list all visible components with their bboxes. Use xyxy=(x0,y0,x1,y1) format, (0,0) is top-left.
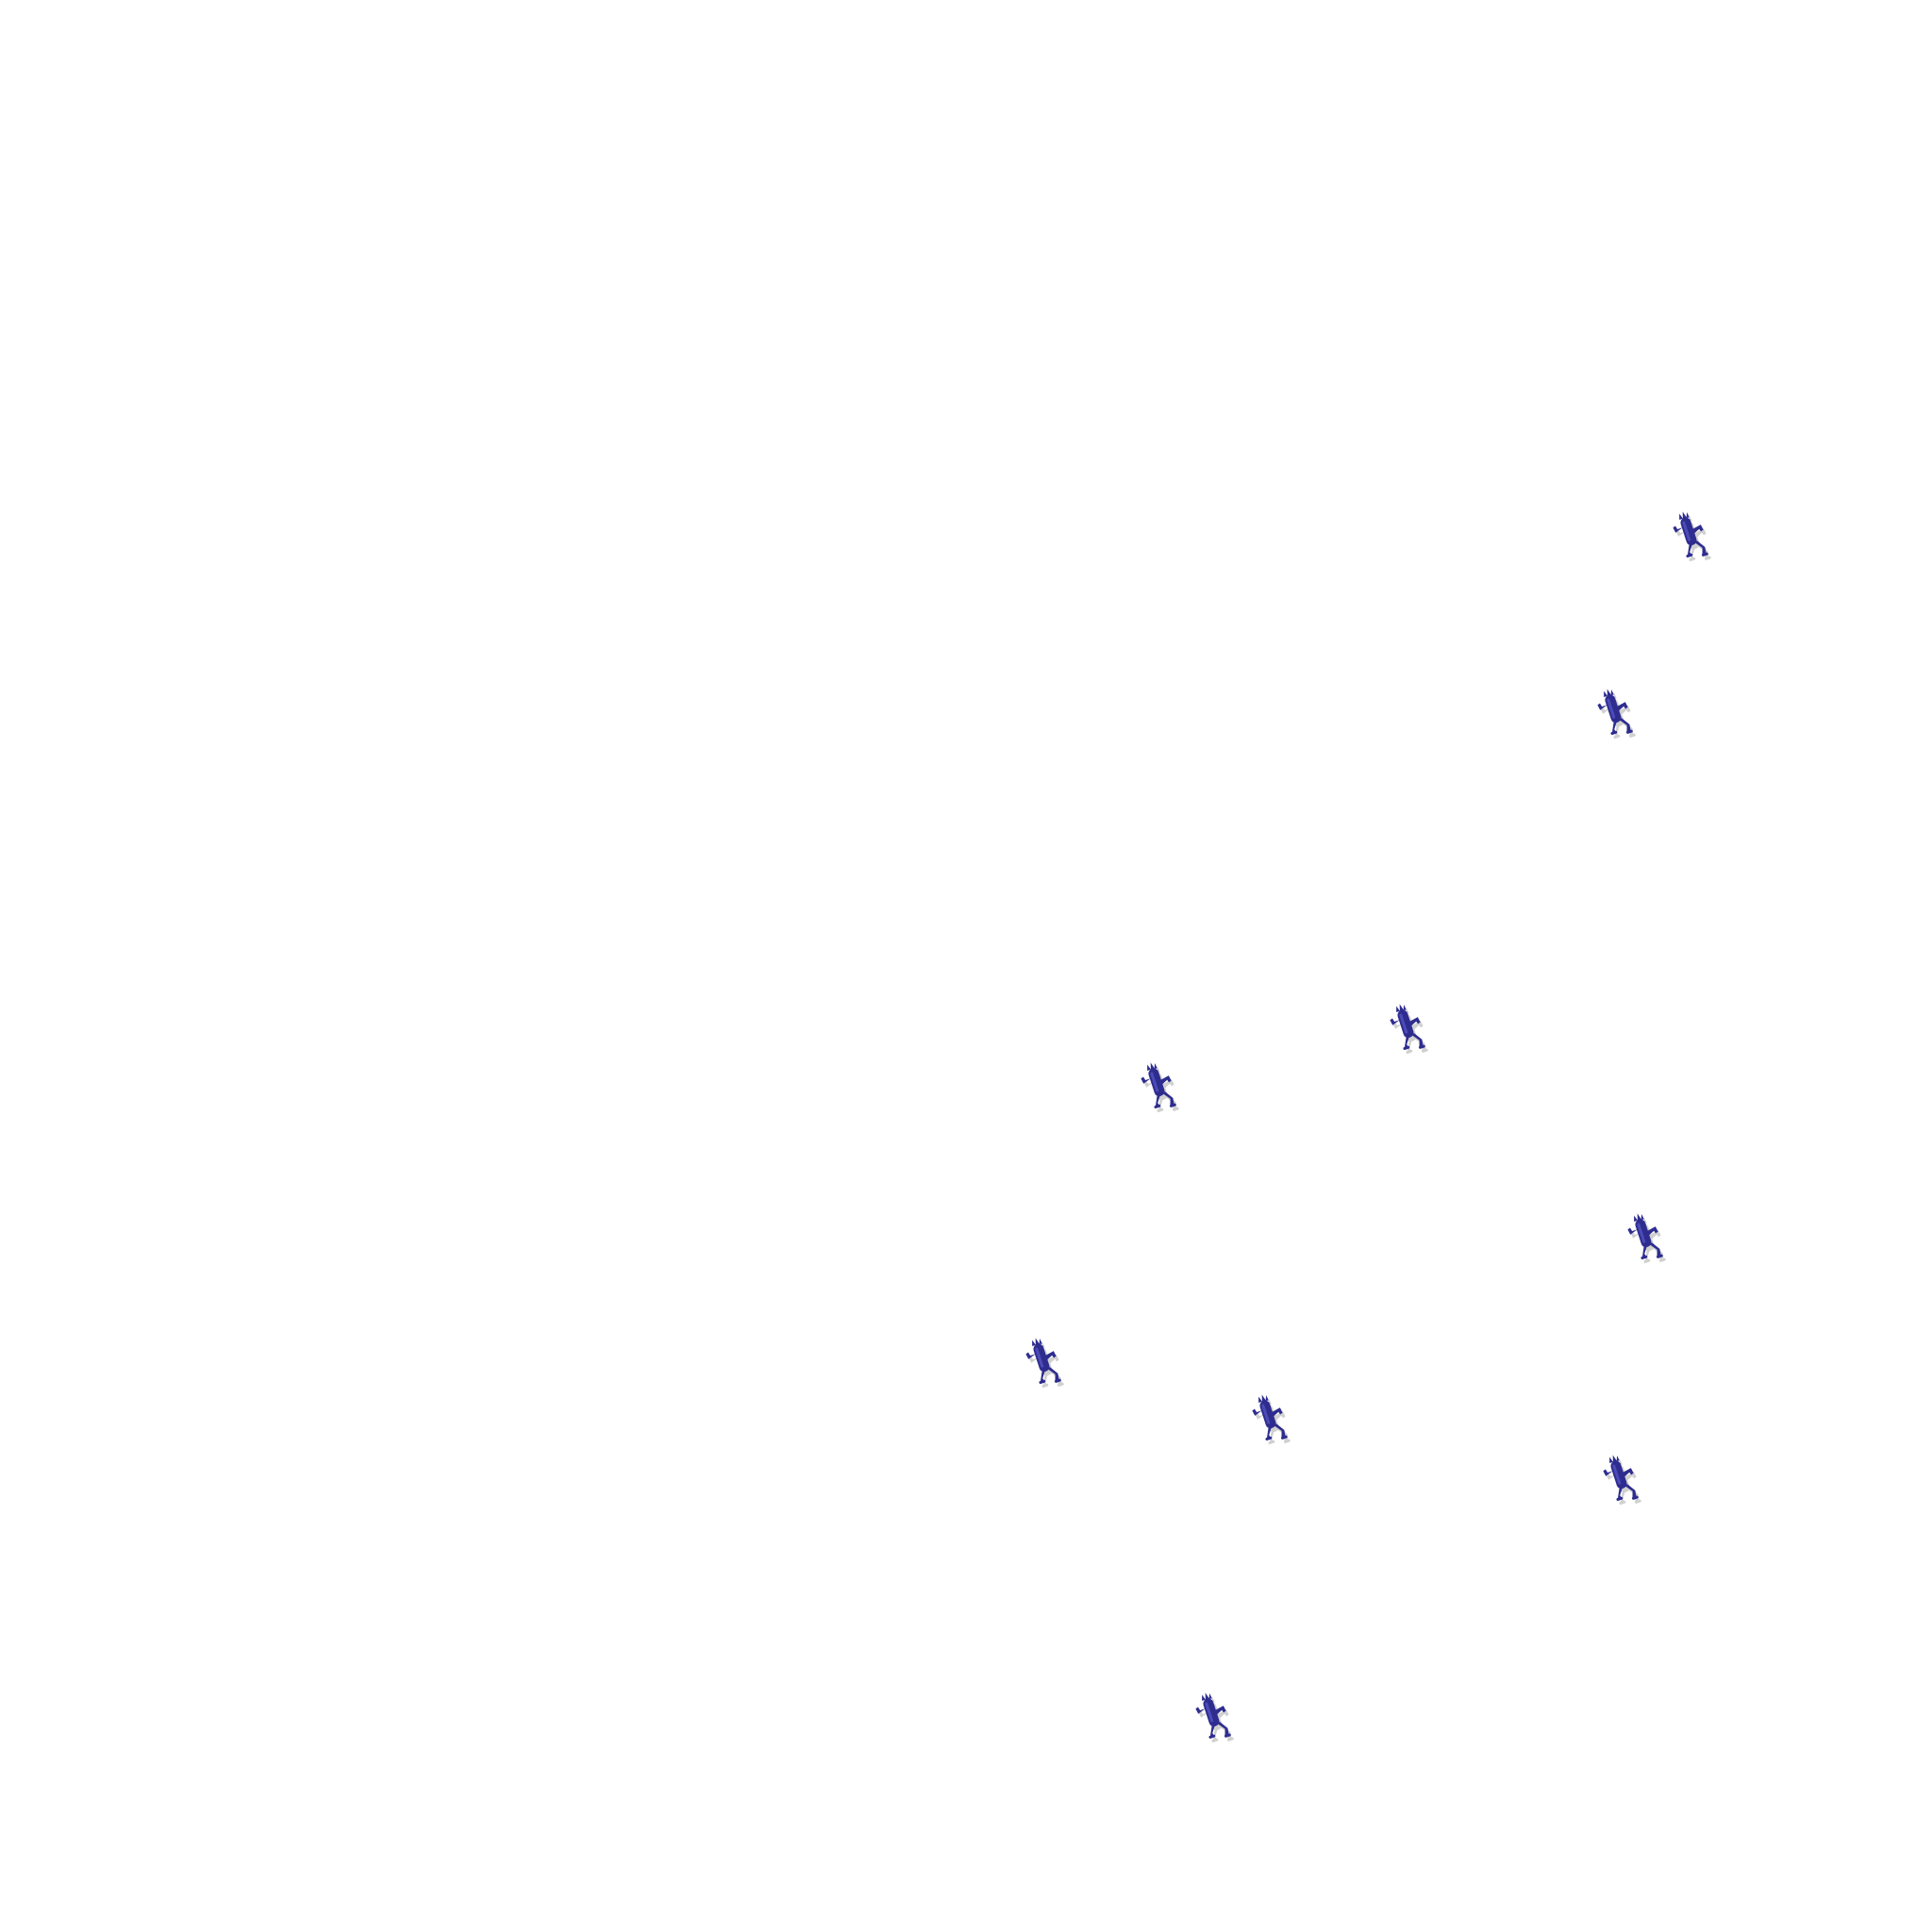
blue-creature-icon xyxy=(1673,511,1711,561)
blue-creature-icon xyxy=(1597,689,1636,739)
blue-creature-icon xyxy=(1141,1062,1179,1112)
creature-sprite[interactable] xyxy=(1249,1392,1291,1445)
blue-creature-icon xyxy=(1195,1692,1234,1742)
blue-creature-icon xyxy=(1025,1338,1064,1388)
blue-creature-icon xyxy=(1603,1455,1641,1505)
creature-sprite[interactable] xyxy=(1023,1336,1064,1389)
creature-sprite[interactable] xyxy=(1594,687,1636,740)
creature-sprite[interactable] xyxy=(1387,1002,1428,1055)
creature-sprite[interactable] xyxy=(1600,1453,1641,1506)
creature-sprite[interactable] xyxy=(1670,509,1711,562)
creature-sprite[interactable] xyxy=(1624,1211,1666,1264)
blue-creature-icon xyxy=(1252,1394,1291,1444)
creature-sprite[interactable] xyxy=(1192,1690,1234,1743)
blue-creature-icon xyxy=(1627,1213,1666,1263)
creature-sprite[interactable] xyxy=(1138,1060,1179,1113)
blue-creature-icon xyxy=(1390,1004,1428,1054)
